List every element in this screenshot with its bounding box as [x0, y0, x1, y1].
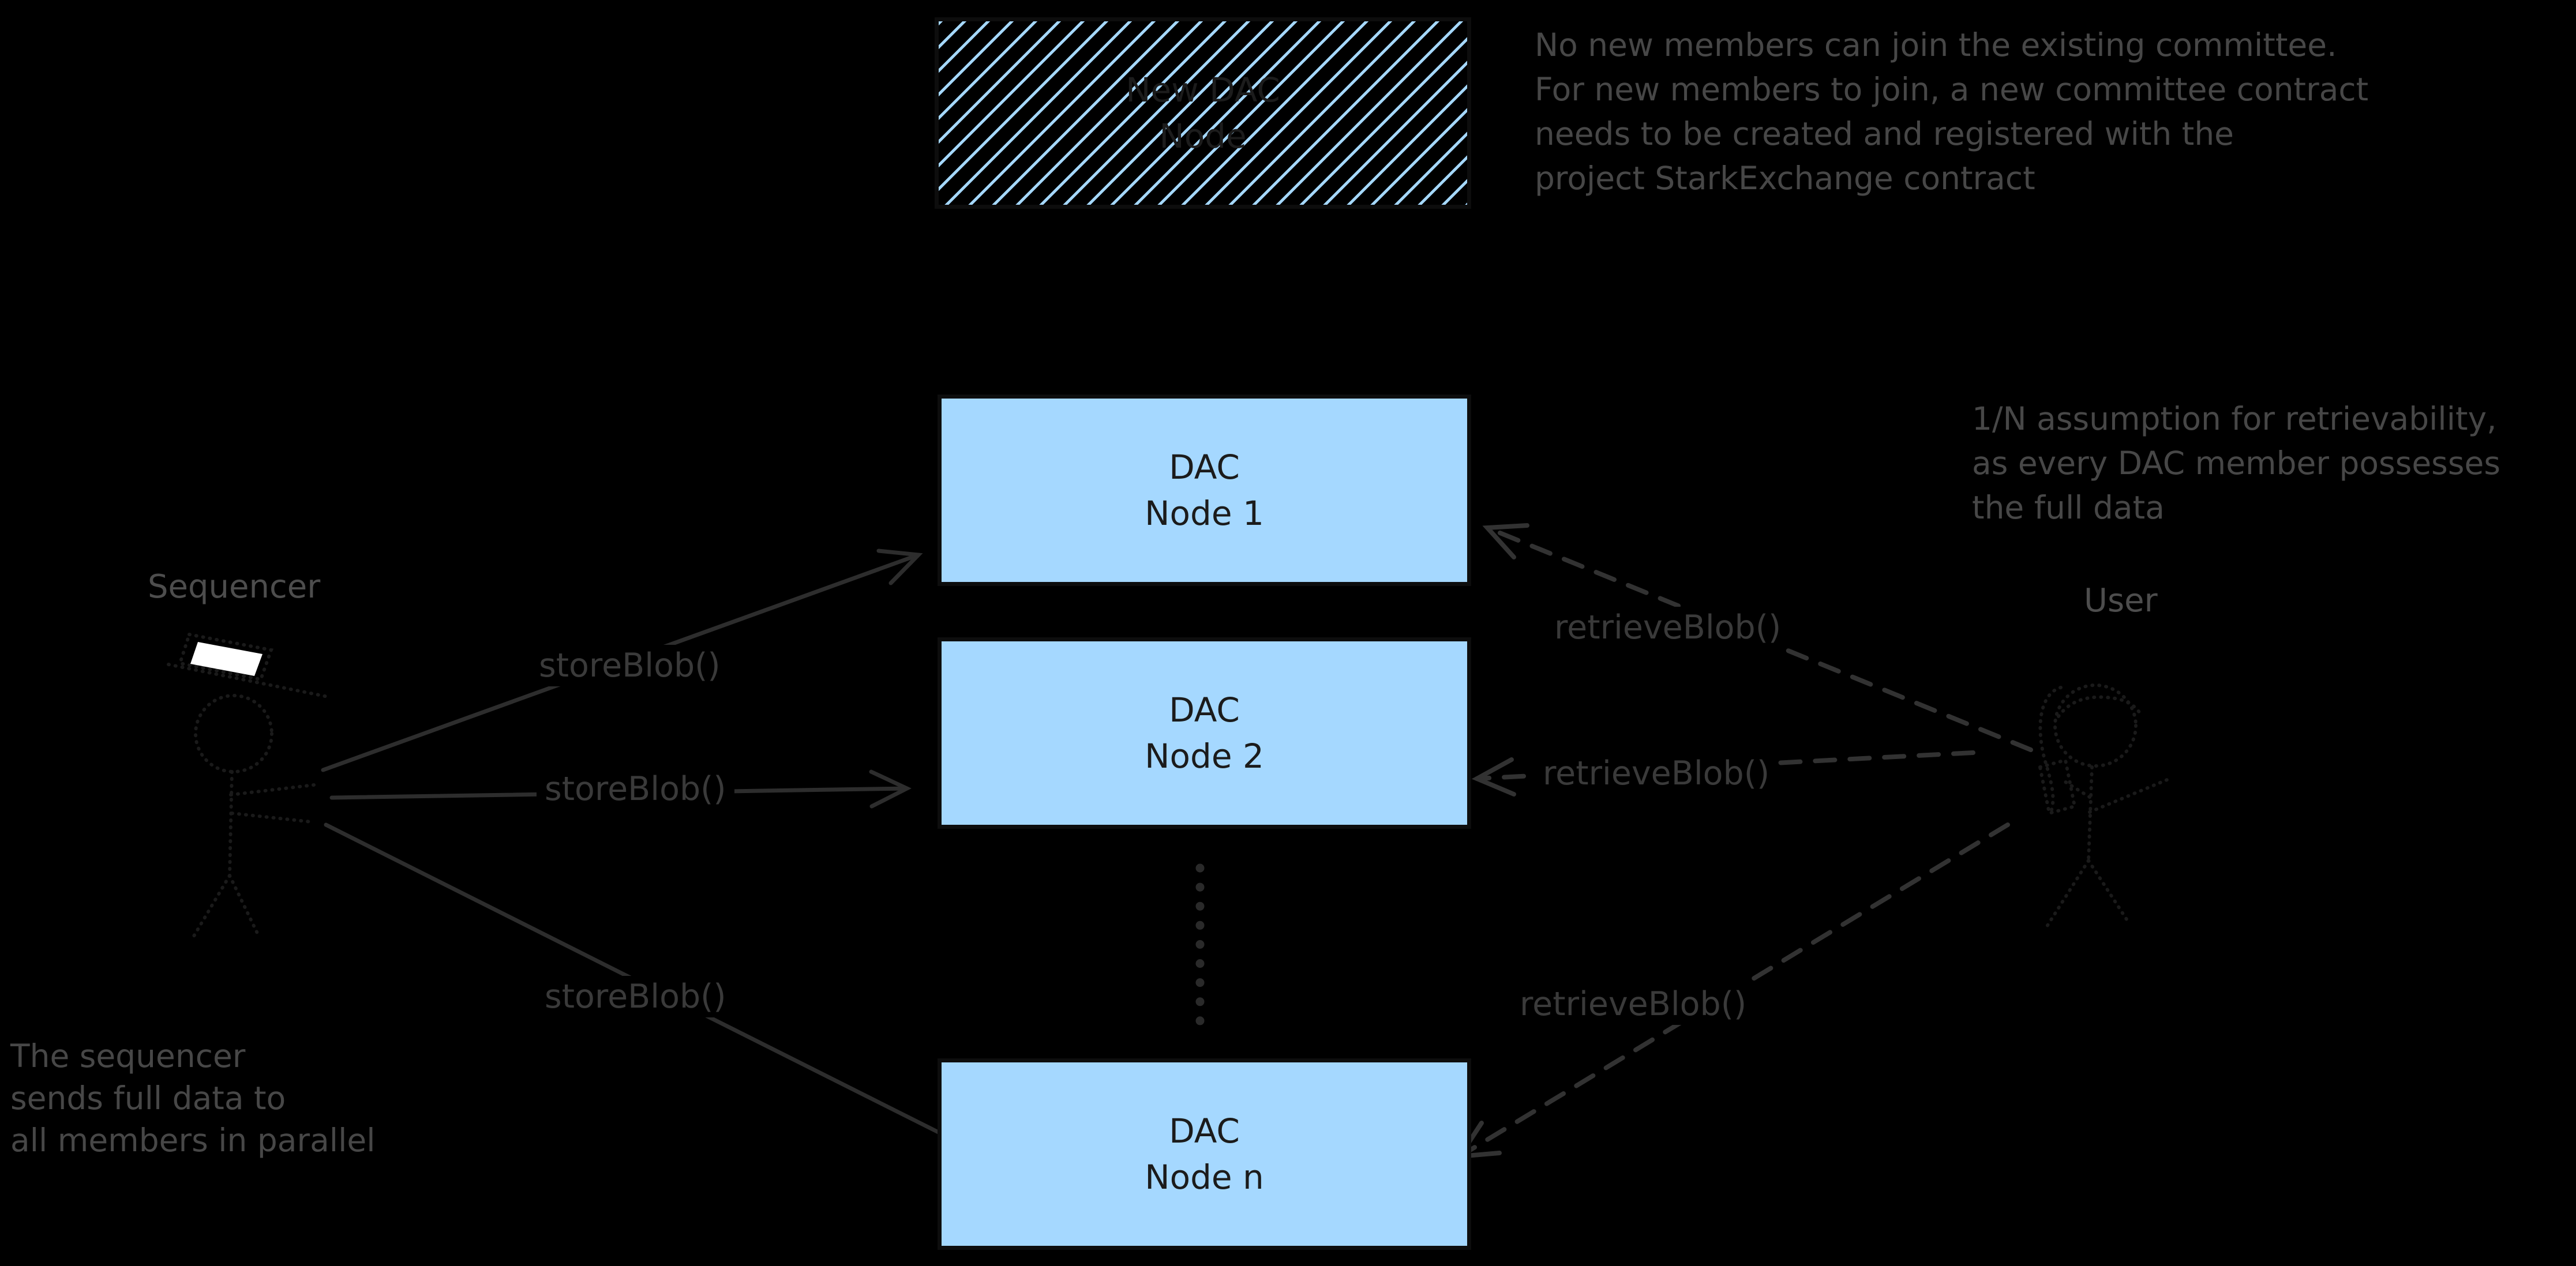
sequencer-head: [194, 694, 273, 773]
retrieve-blob-label-2: retrieveBlob(): [1535, 753, 1778, 794]
store-arrows: [321, 549, 985, 1156]
committee-note-line4: project StarkExchange contract: [1535, 160, 2035, 197]
new-dac-node-label-line1: New DAC: [1126, 70, 1280, 110]
retrieve-arrow-node1-head: [1482, 523, 1529, 559]
sequencer-note-line1: The sequencer: [10, 1038, 246, 1075]
sequencer-body: [228, 770, 234, 877]
user-arm-left: [2060, 778, 2091, 799]
sequencer-note-line3: all members in parallel: [10, 1122, 376, 1159]
store-blob-label-1: storeBlob(): [531, 645, 729, 686]
user-phone: [2038, 758, 2077, 816]
sequencer-leg-left: [190, 874, 231, 941]
user-head: [2053, 683, 2138, 768]
user-arm-right: [2088, 778, 2169, 814]
dac-node-1-box: DAC Node 1: [938, 395, 1471, 586]
user-leg-left: [2045, 859, 2090, 928]
retrievability-note-line3: the full data: [1972, 489, 2165, 526]
retrievability-note-line1: 1/N assumption for retrievability,: [1972, 400, 2497, 437]
store-arrow-node2-head: [869, 769, 912, 809]
dac-node-n-box: DAC Node n: [938, 1058, 1471, 1250]
user-label: User: [2084, 582, 2158, 619]
user-ponytail: [2038, 686, 2063, 812]
sequencer-hat-top: [190, 642, 263, 676]
store-arrow-node1-head: [876, 549, 923, 585]
sequencer-label: Sequencer: [148, 568, 321, 606]
dac-node-2-box: DAC Node 2: [938, 637, 1471, 829]
sequencer-leg-right: [228, 874, 260, 937]
retrieve-arrow-node2-head: [1471, 757, 1516, 797]
new-dac-node-box: New DAC Node: [935, 17, 1471, 209]
new-dac-node-label-line2: Node: [1159, 117, 1247, 156]
sequencer-arm-upper: [229, 783, 320, 797]
sequencer-hat-outline: [178, 632, 273, 682]
committee-note-line3: needs to be created and registered with …: [1535, 115, 2234, 152]
retrievability-note: 1/N assumption for retrievability, as ev…: [1972, 397, 2500, 530]
sequencer-arm-lower: [230, 812, 313, 824]
sequencer-hat-brim: [167, 663, 329, 698]
dac-node-n-label-line1: DAC: [1169, 1111, 1240, 1151]
dac-node-n-label-line2: Node n: [1145, 1158, 1264, 1197]
dac-node-1-label-line1: DAC: [1169, 448, 1240, 487]
user-figure: [2038, 683, 2169, 928]
sequencer-figure: [167, 632, 329, 941]
dac-node-2-label-line1: DAC: [1169, 690, 1240, 730]
sequencer-note-line2: sends full data to: [10, 1080, 286, 1117]
user-leg-right: [2087, 859, 2131, 925]
retrieve-blob-label-3: retrieveBlob(): [1512, 983, 1755, 1025]
user-hair-fringe: [2057, 695, 2143, 718]
committee-note: No new members can join the existing com…: [1535, 23, 2368, 201]
committee-note-line1: No new members can join the existing com…: [1535, 27, 2337, 63]
dac-node-2-label-line2: Node 2: [1145, 737, 1264, 776]
dac-node-1-label-line2: Node 1: [1145, 494, 1264, 533]
sequencer-note: The sequencer sends full data to all mem…: [10, 1035, 375, 1162]
committee-note-line2: For new members to join, a new committee…: [1535, 71, 2369, 108]
store-blob-label-3: storeBlob(): [537, 976, 734, 1017]
retrieve-blob-label-1: retrieveBlob(): [1546, 607, 1790, 648]
user-body: [2087, 765, 2094, 862]
store-blob-label-2: storeBlob(): [537, 768, 734, 810]
retrievability-note-line2: as every DAC member possesses: [1972, 445, 2500, 482]
